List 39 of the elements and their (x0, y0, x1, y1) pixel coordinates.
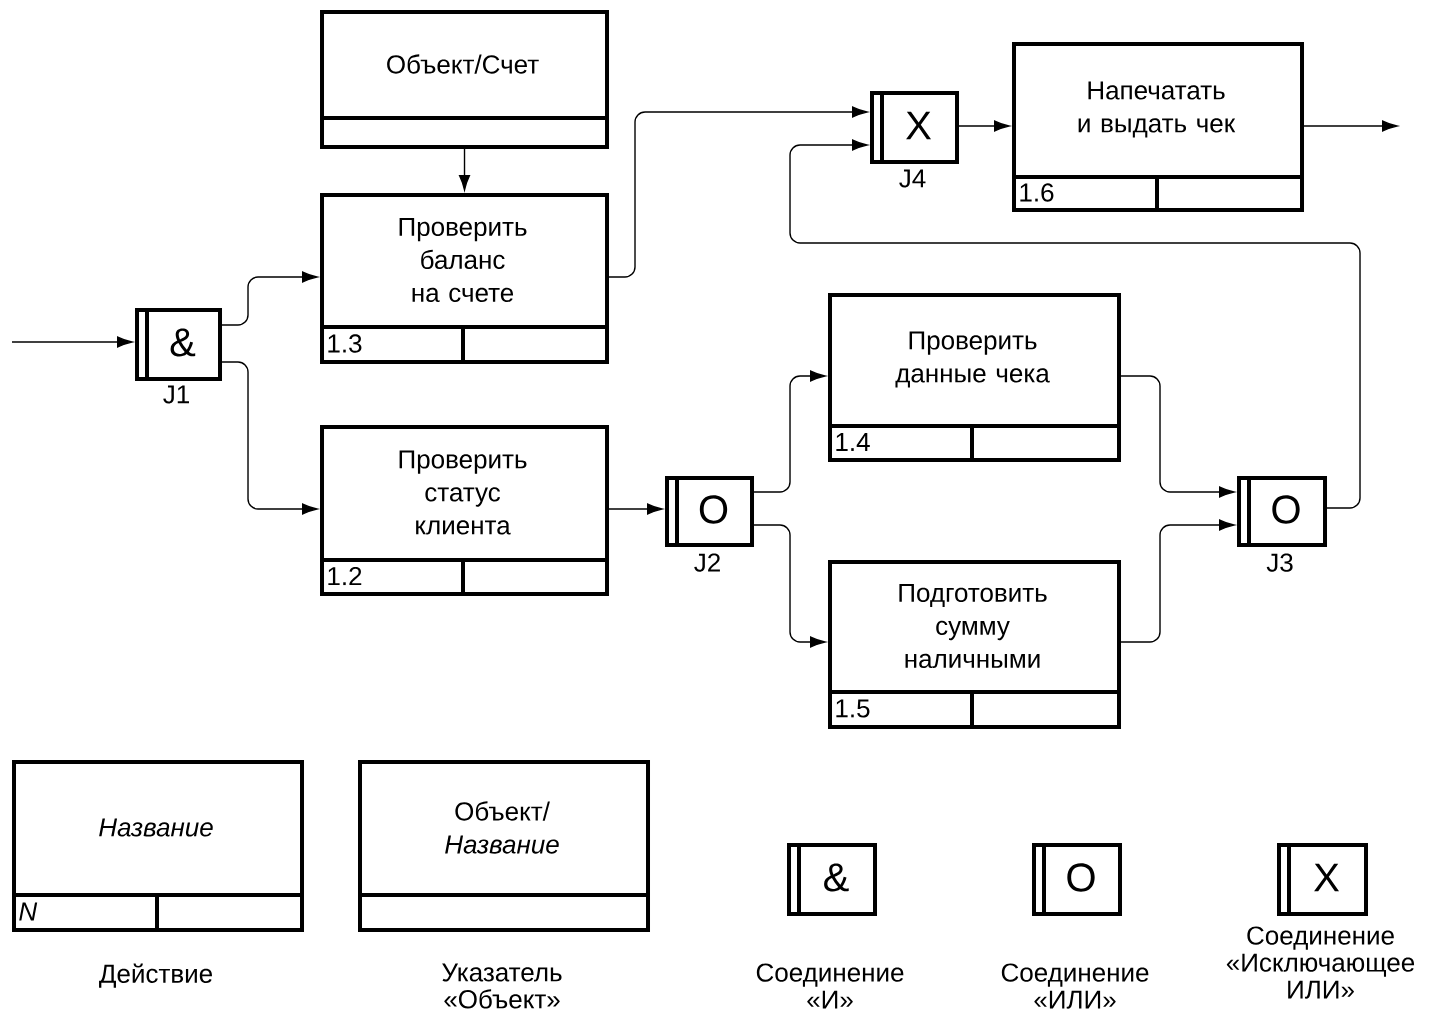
activity-box: Название N (12, 760, 304, 932)
node-label: Соединение «ИЛИ» (1001, 963, 1149, 1009)
arrow (221, 271, 318, 326)
activity-box: Проверить баланс на счете 1.3 (320, 193, 609, 364)
junction-box: X (870, 91, 959, 164)
object-box: Объект/Счет (320, 10, 609, 149)
arrow (1120, 519, 1235, 643)
node-label: N (19, 902, 38, 921)
activity-box: Проверить статус клиента 1.2 (320, 425, 609, 596)
junction-box: & (787, 843, 877, 916)
junction-label: J2 (694, 553, 720, 572)
node-label: Соединение «Исключающее ИЛИ» (1226, 926, 1415, 999)
junction-label: J1 (163, 385, 189, 404)
node-label: Действие (99, 963, 212, 988)
arrow (958, 120, 1010, 132)
arrow (753, 370, 826, 493)
activity-box: Проверить данные чека 1.4 (828, 293, 1121, 462)
arrow (221, 361, 318, 515)
object-box: Объект/ Название (358, 760, 650, 932)
arrow (1303, 120, 1398, 132)
arrow (1120, 375, 1235, 498)
arrow (458, 148, 471, 191)
arrow (753, 524, 826, 648)
junction-label: J3 (1266, 553, 1293, 572)
arrow (608, 503, 663, 515)
arrow (608, 106, 868, 278)
activity-box: Напечатать и выдать чек 1.6 (1012, 42, 1304, 212)
junction-box: O (1032, 843, 1122, 916)
node-label: Название (99, 818, 213, 837)
node-label: Соединение «И» (756, 963, 904, 1009)
activity-box: Подготовить сумму наличными 1.5 (828, 560, 1121, 729)
junction-box: O (665, 476, 754, 547)
arrow (789, 139, 1361, 509)
junction-box: O (1237, 476, 1327, 547)
junction-label: J4 (899, 169, 926, 188)
junction-box: & (135, 308, 222, 381)
junction-box: X (1277, 843, 1368, 916)
arrow (11, 336, 133, 348)
node-label: Указатель «Объект» (442, 963, 562, 1009)
